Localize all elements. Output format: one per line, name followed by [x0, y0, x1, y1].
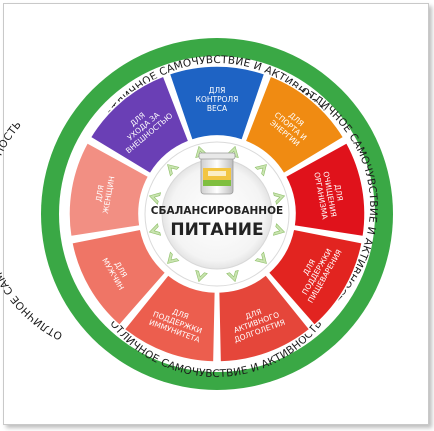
inward-arrow-icon [226, 269, 239, 283]
segment-4 [217, 273, 311, 363]
center-title-line2: ПИТАНИЕ [170, 220, 263, 240]
inward-arrow-icon [148, 192, 162, 205]
inward-arrow-icon [272, 192, 286, 205]
inward-arrow-icon [254, 164, 267, 177]
inward-arrow-icon [167, 251, 180, 264]
inward-arrow-icon [167, 164, 180, 177]
center-title-line1: СБАЛАНСИРОВАННОЕ [151, 205, 283, 217]
segment-6 [70, 228, 167, 327]
segment-label-line: ДЛЯ [94, 184, 106, 202]
inward-arrow-icon [148, 223, 162, 236]
segment-label-line: ВЕСА [207, 104, 228, 113]
segment-label-line: ДЛЯ [209, 86, 226, 95]
shake-canister-icon [198, 152, 236, 195]
segment-7 [68, 141, 150, 238]
segment-5 [123, 273, 217, 363]
inward-arrow-icon [195, 269, 208, 283]
inward-arrow-icon [272, 223, 286, 236]
inward-arrow-icon [254, 251, 267, 264]
segment-8 [89, 75, 190, 175]
segment-2 [284, 141, 366, 238]
segment-3 [267, 228, 364, 327]
segment-0 [168, 65, 266, 142]
segment-label-line: КОНТРОЛЯ [196, 95, 239, 104]
segment-1 [244, 75, 345, 175]
segment-label-line: ДЛЯ [333, 184, 345, 202]
